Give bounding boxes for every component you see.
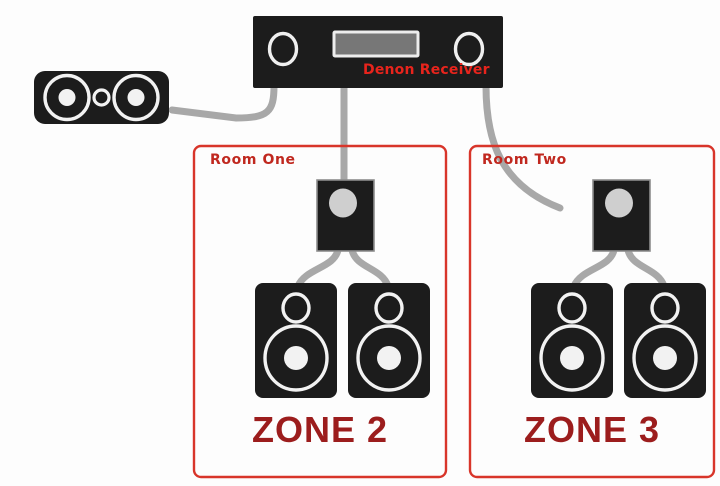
- cable-room-two-amp-to-speaker-left: [570, 246, 618, 290]
- room-two-boundary: [468, 144, 716, 479]
- speaker-body: [255, 283, 337, 398]
- speaker-tweeter-icon: [650, 292, 680, 324]
- center-speaker-woofer-right-dustcap-icon: [127, 89, 145, 106]
- speaker-woofer-icon: [263, 324, 329, 392]
- receiver-right-knob-icon[interactable]: [453, 31, 485, 67]
- speaker-tweeter-icon: [281, 292, 311, 324]
- room-two-speaker-right[interactable]: [624, 283, 706, 398]
- speaker-woofer-icon: [539, 324, 605, 392]
- center-speaker-tweeter-icon: [92, 88, 111, 107]
- cable-receiver-to-room-two-amp: [482, 82, 564, 212]
- speaker-woofer-dustcap-icon: [284, 346, 308, 370]
- receiver-brand-label: Denon Receiver: [363, 62, 490, 78]
- speaker-woofer-dustcap-icon: [377, 346, 401, 370]
- room-one-amplifier[interactable]: [316, 179, 375, 252]
- cable-room-two-amp-to-speaker-right: [624, 246, 668, 290]
- cable-group: [168, 82, 668, 290]
- speaker-woofer-dustcap-icon: [653, 346, 677, 370]
- zone-two-label: ZONE 2: [251, 409, 389, 450]
- center-speaker-woofer-left-icon: [43, 73, 91, 122]
- cable-room-one-amp-to-speaker-left: [294, 246, 342, 290]
- speaker-woofer-dustcap-icon: [560, 346, 584, 370]
- speaker-body: [624, 283, 706, 398]
- cable-receiver-to-center-speaker: [168, 82, 278, 122]
- room-one-speaker-right[interactable]: [348, 283, 430, 398]
- receiver-left-knob-icon[interactable]: [267, 31, 299, 67]
- speaker-woofer-icon: [356, 324, 422, 392]
- center-speaker-woofer-left-dustcap-icon: [58, 89, 76, 106]
- speaker-body: [531, 283, 613, 398]
- speaker-woofer-icon: [632, 324, 698, 392]
- center-channel-speaker[interactable]: [34, 71, 169, 124]
- center-speaker-body: [34, 71, 169, 124]
- zone-three-label: ZONE 3: [523, 409, 661, 450]
- speaker-tweeter-icon: [374, 292, 404, 324]
- receiver-display-panel: [332, 30, 420, 58]
- room-one-amp-knob-icon[interactable]: [329, 188, 357, 218]
- cable-room-one-amp-to-speaker-right: [348, 246, 392, 290]
- speaker-tweeter-icon: [557, 292, 587, 324]
- room-one-speaker-left[interactable]: [255, 283, 337, 398]
- room-one-boundary: [192, 144, 448, 479]
- room-two-amp-knob-icon[interactable]: [605, 188, 633, 218]
- room-two-speaker-left[interactable]: [531, 283, 613, 398]
- room-two-label: Room Two: [482, 152, 567, 168]
- center-speaker-woofer-right-icon: [112, 73, 160, 122]
- denon-receiver[interactable]: [253, 16, 503, 88]
- room-two-amplifier[interactable]: [592, 179, 651, 252]
- speaker-body: [348, 283, 430, 398]
- room-one-label: Room One: [210, 152, 296, 168]
